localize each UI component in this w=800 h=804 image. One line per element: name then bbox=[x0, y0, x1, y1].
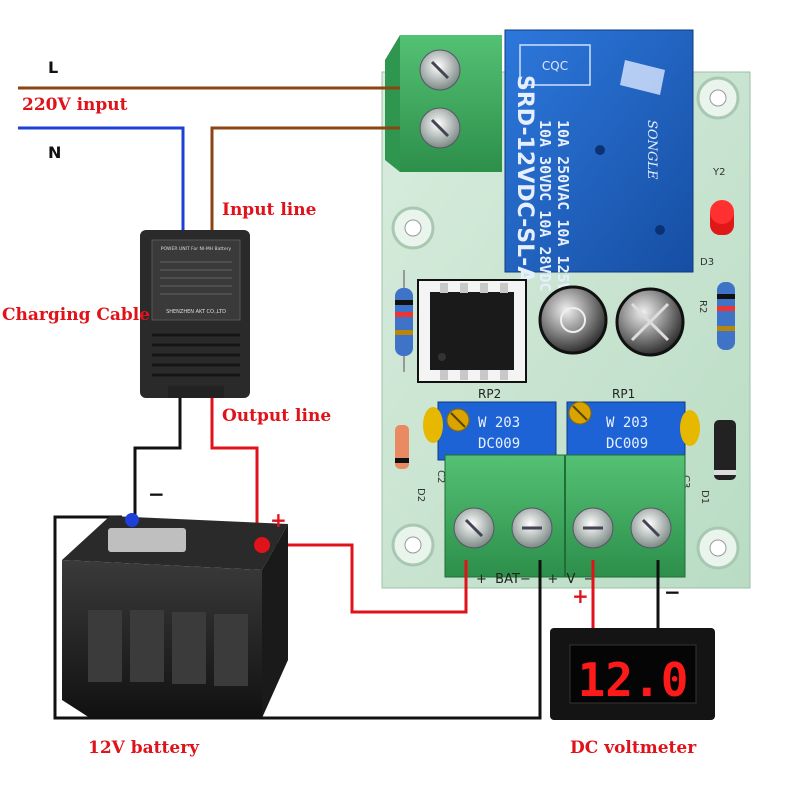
terminal-screw-bat-minus bbox=[511, 507, 553, 549]
diode-d1: D1 bbox=[699, 420, 736, 504]
rp1-text-1: W 203 bbox=[606, 415, 648, 431]
label-rp1: RP1 bbox=[612, 387, 635, 401]
label-rp2: RP2 bbox=[478, 387, 501, 401]
label-output-line: Output line bbox=[222, 406, 332, 426]
sign-voltmeter-plus: + bbox=[572, 584, 589, 608]
adapter-company: SHENZHEN AKT CO.,LTD bbox=[166, 309, 226, 315]
label-d1: D1 bbox=[699, 490, 710, 504]
battery-positive-terminal bbox=[254, 537, 270, 553]
label-l: L bbox=[48, 58, 59, 77]
charging-adapter: POWER UNIT For NI-MH Battery SHENZHEN AK… bbox=[140, 230, 250, 398]
ic-chip bbox=[417, 279, 527, 383]
relay-cqc: CQC bbox=[542, 59, 568, 73]
label-input-line: Input line bbox=[222, 200, 317, 220]
mounting-holes bbox=[391, 76, 740, 570]
terminal-screw-v-plus bbox=[572, 507, 614, 549]
label-n: N bbox=[48, 143, 62, 162]
dc-voltmeter: 12.0 bbox=[550, 628, 715, 720]
sign-battery-minus: − bbox=[148, 482, 165, 506]
input-terminal-block bbox=[385, 35, 502, 172]
terminal-labels: + BAT− + V − bbox=[476, 572, 595, 587]
capacitor-c1 bbox=[538, 285, 608, 355]
wire-adapter-positive bbox=[210, 398, 259, 545]
label-charging-cable: Charging Cable bbox=[2, 305, 151, 325]
wire-battery-negative bbox=[53, 515, 542, 720]
relay-rating-2: 10A 30VDC 10A 28VDC bbox=[536, 120, 554, 292]
label-d3: D3 bbox=[700, 257, 714, 268]
potentiometer-rp2: RP2 W 203 DC009 bbox=[437, 387, 557, 461]
label-c2: C2 bbox=[435, 470, 446, 483]
relay: CQC 10A 250VAC 10A 125VAC 10A 30VDC 10A … bbox=[504, 29, 694, 310]
pcb-board: CQC 10A 250VAC 10A 125VAC 10A 30VDC 10A … bbox=[381, 29, 751, 589]
label-220v-input: 220V input bbox=[22, 95, 128, 115]
label-y2: Y2 bbox=[712, 167, 725, 178]
battery-negative-terminal bbox=[125, 513, 139, 527]
wire-neutral bbox=[18, 126, 185, 232]
terminal-screw-v-minus bbox=[630, 507, 672, 549]
output-terminal-block bbox=[444, 454, 686, 578]
sign-battery-plus: + bbox=[270, 508, 287, 532]
wires bbox=[18, 86, 660, 720]
wire-battery-positive bbox=[268, 543, 468, 614]
resistor-r2: R2 bbox=[697, 282, 735, 350]
rp2-text-2: DC009 bbox=[478, 436, 520, 452]
wire-input-line bbox=[210, 126, 400, 232]
label-12v-battery: 12V battery bbox=[88, 738, 200, 758]
battery bbox=[62, 513, 288, 718]
label-r2: R2 bbox=[697, 300, 708, 313]
potentiometer-rp1: RP1 W 203 DC009 bbox=[566, 387, 686, 461]
voltmeter-reading: 12.0 bbox=[578, 653, 689, 707]
led-d3: D3 Y2 bbox=[700, 167, 734, 268]
wire-adapter-negative bbox=[133, 398, 182, 515]
adapter-title: POWER UNIT For NI-MH Battery bbox=[161, 246, 232, 252]
ceramic-cap-c2 bbox=[423, 407, 443, 443]
label-d2: D2 bbox=[415, 488, 426, 502]
ceramic-cap-c3 bbox=[680, 410, 700, 446]
rp2-text-1: W 203 bbox=[478, 415, 520, 431]
resistor-r1 bbox=[395, 270, 413, 372]
capacitor-c2 bbox=[615, 287, 685, 357]
relay-rating-1: 10A 250VAC 10A 125VAC bbox=[554, 120, 572, 310]
rp1-text-2: DC009 bbox=[606, 436, 648, 452]
sign-voltmeter-minus: − bbox=[664, 580, 681, 604]
relay-logo-icon bbox=[620, 60, 665, 95]
label-dc-voltmeter: DC voltmeter bbox=[570, 738, 697, 758]
diode-d2: D2 bbox=[395, 425, 426, 502]
terminal-screw-bat-plus bbox=[453, 507, 495, 549]
relay-brand: SONGLE bbox=[644, 120, 659, 180]
relay-model: SRD-12VDC-SL-A bbox=[512, 75, 537, 283]
